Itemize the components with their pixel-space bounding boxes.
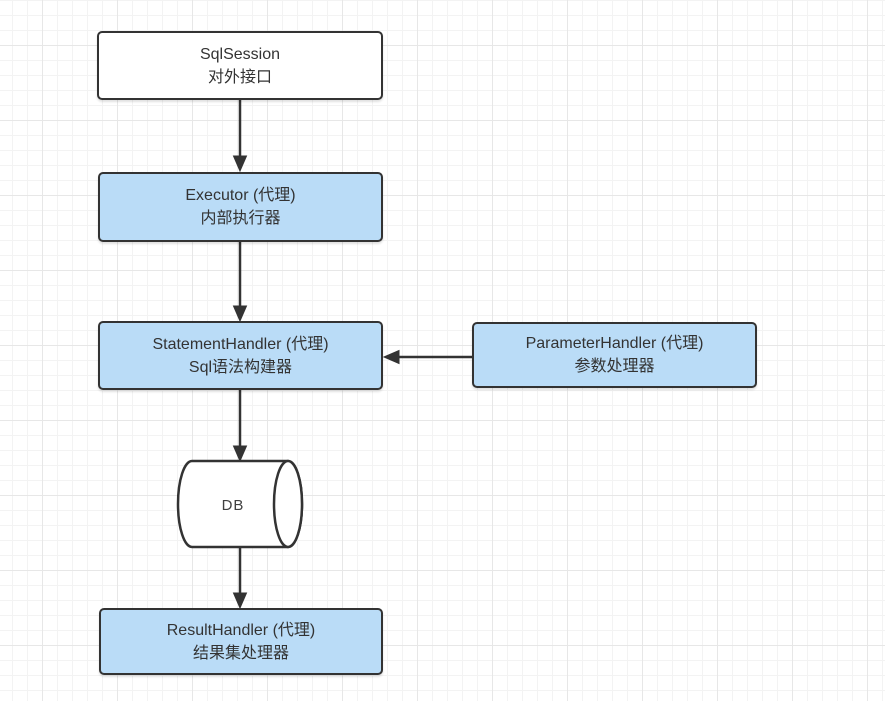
- node-db-label: DB: [222, 497, 245, 514]
- node-statement-handler[interactable]: StatementHandler (代理) Sql语法构建器: [98, 321, 383, 390]
- node-parameter-handler[interactable]: ParameterHandler (代理) 参数处理器: [472, 322, 757, 388]
- node-sqlsession-subtitle: 对外接口: [207, 68, 272, 86]
- edge-sqlsession-executor[interactable]: [232, 100, 248, 173]
- node-executor-subtitle: 内部执行器: [200, 210, 281, 227]
- edge-statement-handler-db[interactable]: [232, 390, 248, 463]
- arrowhead-down-icon: [232, 155, 248, 173]
- arrowhead-down-icon: [232, 592, 248, 610]
- db-cylinder-cap: [272, 459, 304, 549]
- node-result-handler-subtitle: 结果集处理器: [192, 644, 289, 662]
- node-parameter-handler-title: ParameterHandler (代理): [525, 335, 704, 352]
- node-executor-title: Executor (代理): [185, 187, 296, 204]
- node-statement-handler-subtitle: Sql语法构建器: [188, 358, 293, 376]
- node-result-handler[interactable]: ResultHandler (代理) 结果集处理器: [99, 608, 383, 675]
- arrowhead-down-icon: [232, 305, 248, 323]
- node-db[interactable]: DB: [176, 459, 304, 549]
- arrowhead-left-icon: [382, 349, 400, 365]
- node-executor[interactable]: Executor (代理) 内部执行器: [98, 172, 383, 242]
- edge-db-result-handler[interactable]: [232, 548, 248, 610]
- node-statement-handler-title: StatementHandler (代理): [152, 335, 329, 353]
- node-parameter-handler-subtitle: 参数处理器: [574, 358, 655, 375]
- node-sqlsession-title: SqlSession: [199, 45, 281, 63]
- edge-executor-statement-handler[interactable]: [232, 241, 248, 323]
- node-result-handler-title: ResultHandler (代理): [166, 621, 316, 639]
- node-sqlsession[interactable]: SqlSession 对外接口: [97, 31, 383, 100]
- arrowhead-down-icon: [232, 445, 248, 463]
- edge-parameter-handler-statement-handler[interactable]: [382, 349, 472, 365]
